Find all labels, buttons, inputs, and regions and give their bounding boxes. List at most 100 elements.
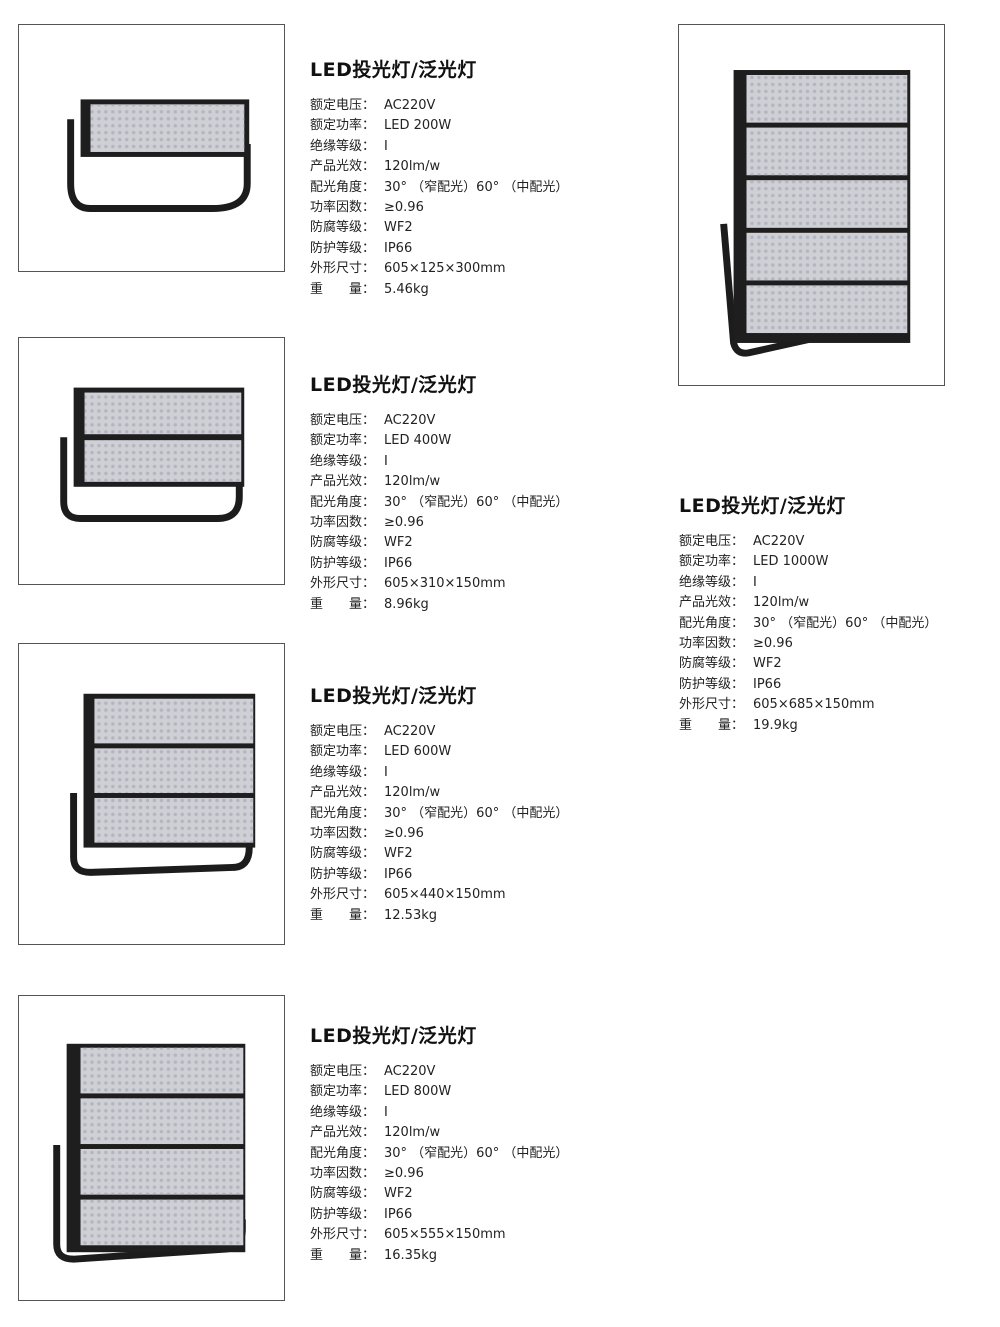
spec-row: 绝缘等级：I <box>679 573 937 593</box>
spec-row: 防腐等级：WF2 <box>310 1184 568 1204</box>
spec-value: 30° （窄配光）60° （中配光） <box>384 1145 569 1161</box>
spec-row: 配光角度： 30° （窄配光）60° （中配光） <box>310 1144 568 1164</box>
spec-value: AC220V <box>384 413 436 428</box>
spec-value: IP66 <box>384 555 413 571</box>
spec-label: 外形尺寸： <box>310 1227 376 1243</box>
product-photo-1000w <box>678 24 945 386</box>
spec-value: I <box>384 453 388 469</box>
spec-label: 产品光效： <box>679 595 745 611</box>
panel <box>80 99 250 157</box>
spec-row: 额定功率： LED 200W <box>310 116 568 136</box>
spec-value: LED 400W <box>384 433 452 449</box>
spec-label: 额定功率： <box>310 118 376 134</box>
spec-label: 防腐等级： <box>310 1186 376 1202</box>
spec-value: AC220V <box>384 724 436 739</box>
product-title: LED投光灯/泛光灯 <box>310 1025 477 1047</box>
spec-label: 功率因数： <box>310 200 376 216</box>
spec-label: 配光角度： <box>310 179 376 195</box>
spec-value: LED 600W <box>384 744 452 760</box>
spec-value: 605×555×150mm <box>384 1227 506 1243</box>
spec-row: 额定电压：AC220V <box>679 532 937 552</box>
spec-row: 额定电压：AC220V <box>310 1062 568 1082</box>
spec-row: 防护等级：IP66 <box>679 675 937 695</box>
spec-label: 防腐等级： <box>679 656 745 672</box>
spec-row: 配光角度：30° （窄配光）60° （中配光） <box>679 614 937 634</box>
spec-value: 30° （窄配光）60° （中配光） <box>384 179 569 195</box>
product-title: LED投光灯/泛光灯 <box>310 685 477 707</box>
spec-label: 防护等级： <box>310 1206 376 1222</box>
spec-value: I <box>384 764 388 780</box>
spec-label: 功率因数： <box>310 1166 376 1182</box>
spec-row: 配光角度：30° （窄配光）60° （中配光） <box>310 804 568 824</box>
spec-row: 防腐等级：WF2 <box>310 533 568 553</box>
spec-value: 8.96kg <box>384 596 429 612</box>
spec-value: 120lm/w <box>384 159 441 175</box>
spec-row: 重 量：19.9kg <box>679 716 937 736</box>
spec-value: 16.35kg <box>384 1247 437 1263</box>
spec-value: 605×685×150mm <box>753 697 875 713</box>
spec-row: 外形尺寸：605×310×150mm <box>310 574 568 594</box>
spec-label: 重 量： <box>310 281 376 297</box>
spec-label: 防腐等级： <box>310 846 376 862</box>
spec-label: 重 量： <box>310 907 376 923</box>
spec-label: 重 量： <box>679 717 745 733</box>
spec-row: 重 量：12.53kg <box>310 906 568 926</box>
spec-row: 外形尺寸： 605×555×150mm <box>310 1225 568 1245</box>
spec-label: 额定功率： <box>310 744 376 760</box>
spec-label: 额定电压： <box>310 98 376 113</box>
spec-label: 绝缘等级： <box>679 574 745 590</box>
spec-row: 防腐等级：WF2 <box>310 844 568 864</box>
spec-label: 防护等级： <box>310 555 376 571</box>
spec-row: 外形尺寸：605×125×300mm <box>310 259 568 279</box>
spec-row: 重 量： 5.46kg <box>310 280 568 300</box>
spec-label: 额定电压： <box>310 1064 376 1079</box>
spec-row: 产品光效：120lm/w <box>310 783 568 803</box>
spec-value: 605×440×150mm <box>384 887 506 903</box>
spec-value: WF2 <box>753 656 782 672</box>
spec-row: 产品光效： 120lm/w <box>310 157 568 177</box>
spec-value: 605×310×150mm <box>384 576 506 592</box>
spec-label: 功率因数： <box>679 636 745 652</box>
spec-value: 30° （窄配光）60° （中配光） <box>753 615 938 631</box>
spec-label: 额定电压： <box>310 724 376 739</box>
spec-value: I <box>384 1104 388 1120</box>
spec-row: 额定电压： AC220V <box>310 411 568 431</box>
spec-value: ≥0.96 <box>384 515 424 531</box>
spec-value: 120lm/w <box>384 474 441 490</box>
spec-label: 产品光效： <box>310 785 376 801</box>
spec-value: IP66 <box>384 1206 413 1222</box>
spec-label: 产品光效： <box>310 159 376 175</box>
spec-row: 防腐等级：WF2 <box>310 218 568 238</box>
spec-value: 5.46kg <box>384 281 429 297</box>
spec-row: 产品光效：120lm/w <box>310 472 568 492</box>
spec-value: 30° （窄配光）60° （中配光） <box>384 805 569 821</box>
spec-label: 额定电压： <box>310 413 376 428</box>
spec-value: 605×125×300mm <box>384 261 506 277</box>
spec-label: 绝缘等级： <box>310 138 376 154</box>
spec-label: 额定功率： <box>310 433 376 449</box>
product-photo-400w <box>18 337 285 585</box>
spec-row: 外形尺寸：605×440×150mm <box>310 885 568 905</box>
spec-value: 120lm/w <box>384 1125 441 1141</box>
spec-value: IP66 <box>384 866 413 882</box>
spec-value: WF2 <box>384 535 413 551</box>
product-title: LED投光灯/泛光灯 <box>679 495 846 517</box>
spec-value: LED 200W <box>384 118 452 134</box>
spec-label: 额定电压： <box>679 534 745 549</box>
spec-value: IP66 <box>384 240 413 256</box>
spec-label: 配光角度： <box>310 1145 376 1161</box>
spec-value: IP66 <box>753 676 782 692</box>
spec-label: 绝缘等级： <box>310 1104 376 1120</box>
spec-label: 功率因数： <box>310 826 376 842</box>
spec-label: 防护等级： <box>310 866 376 882</box>
spec-row: 功率因数：≥0.96 <box>310 513 568 533</box>
spec-row: 额定功率： LED 400W <box>310 431 568 451</box>
spec-label: 绝缘等级： <box>310 453 376 469</box>
spec-row: 防腐等级： WF2 <box>679 654 937 674</box>
spec-row: 功率因数：≥0.96 <box>310 1164 568 1184</box>
spec-value: ≥0.96 <box>753 636 793 652</box>
spec-label: 重 量： <box>310 1247 376 1263</box>
spec-label: 产品光效： <box>310 1125 376 1141</box>
spec-row: 防护等级：IP66 <box>310 239 568 259</box>
